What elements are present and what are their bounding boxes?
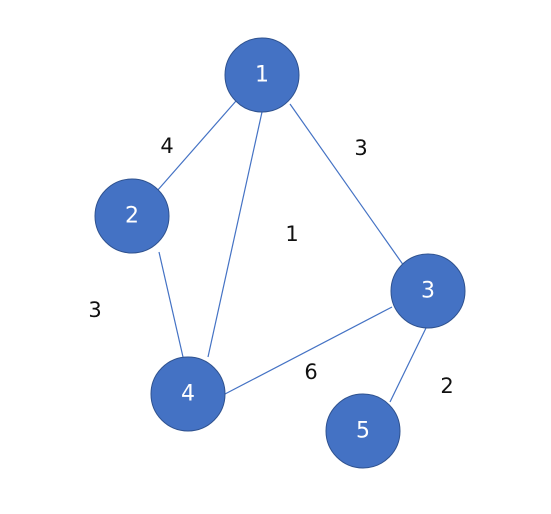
node-1-label: 1: [255, 63, 269, 88]
weight-1-2: 4: [160, 134, 173, 158]
node-5: 5: [325, 393, 401, 469]
node-2-circle: [94, 178, 170, 254]
node-2-label: 2: [125, 204, 139, 229]
edges: [156, 100, 427, 403]
edge-weights: 4 3 1 3 6 2: [88, 134, 453, 398]
node-5-label: 5: [356, 419, 370, 444]
node-1-circle: [224, 37, 300, 113]
edge-1-4: [207, 111, 263, 358]
node-3-label: 3: [421, 279, 435, 304]
node-4-label: 4: [181, 382, 195, 407]
edge-1-3: [289, 103, 405, 267]
node-4-circle: [150, 356, 226, 432]
weight-4-3: 6: [304, 360, 317, 384]
weight-3-5: 2: [440, 374, 453, 398]
edge-2-4: [158, 251, 184, 358]
node-1: 1: [224, 37, 300, 113]
node-3: 3: [390, 253, 466, 329]
edge-3-5: [389, 327, 427, 403]
node-2: 2: [94, 178, 170, 254]
edge-1-2: [156, 100, 237, 192]
node-4: 4: [150, 356, 226, 432]
node-3-circle: [390, 253, 466, 329]
weight-1-4: 1: [285, 222, 298, 246]
weight-1-3: 3: [354, 136, 367, 160]
edge-4-3: [224, 306, 393, 395]
nodes: 1 2 3 4 5: [94, 37, 466, 469]
node-5-circle: [325, 393, 401, 469]
weight-2-4: 3: [88, 298, 101, 322]
